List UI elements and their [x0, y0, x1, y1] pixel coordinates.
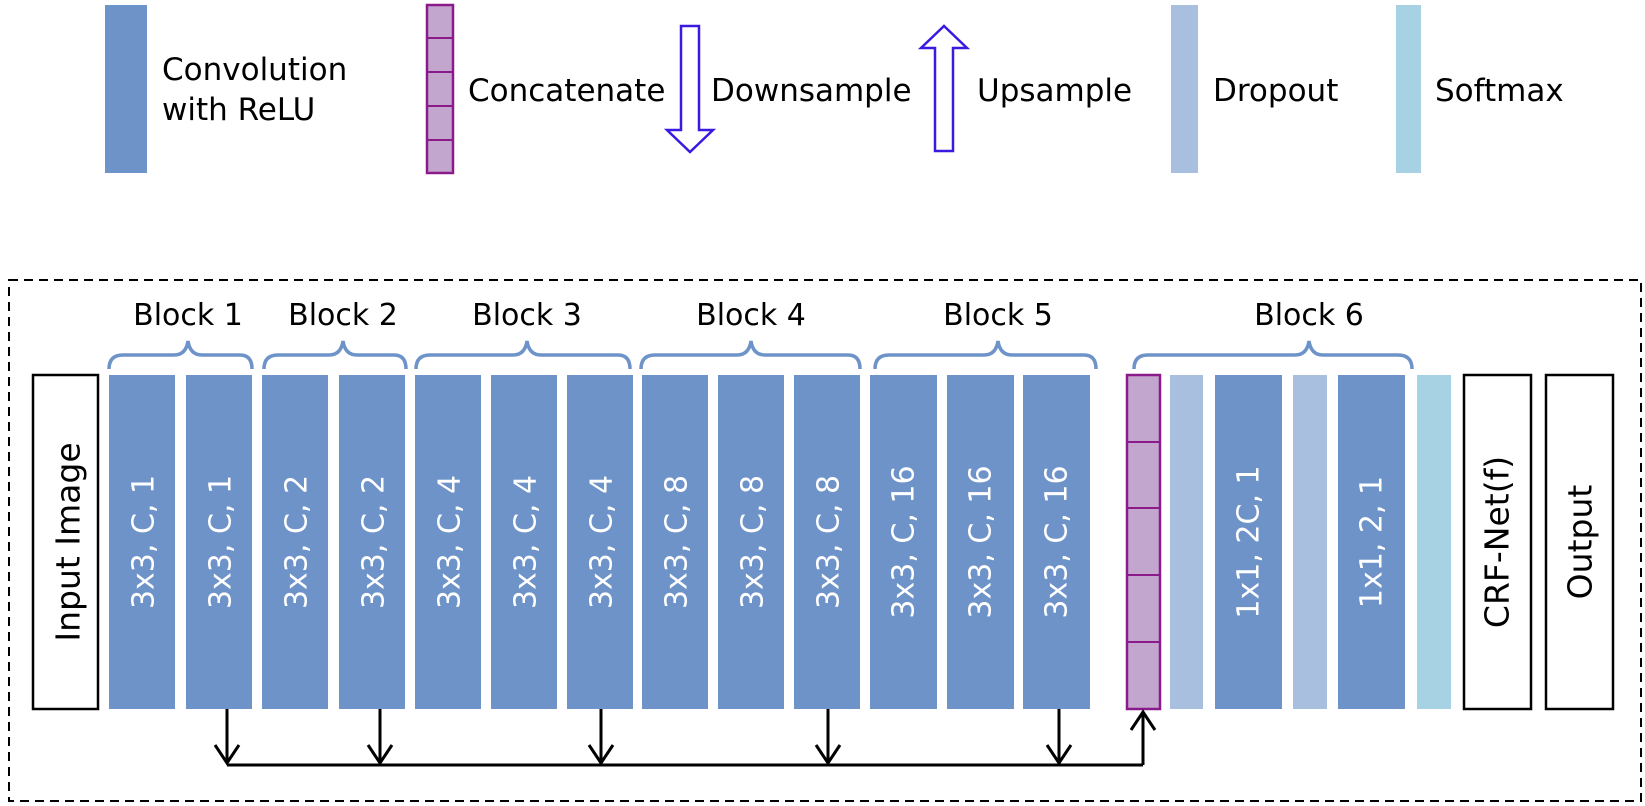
brace-block-4: [639, 340, 862, 370]
down-arrow-icon: [663, 24, 717, 154]
conv-layer-4-label: 3x3, C, 2: [357, 475, 392, 609]
conv-layer-1: 3x3, C, 1: [109, 375, 175, 709]
block-label-2: Block 2: [288, 298, 398, 333]
legend-dropout-label: Dropout: [1213, 73, 1338, 109]
conv-layer-2: 3x3, C, 1: [186, 375, 252, 709]
conv-layer-1-label: 3x3, C, 1: [127, 475, 162, 609]
brace-block-3: [414, 340, 632, 370]
legend-down-label: Downsample: [711, 73, 912, 109]
input-image-box: [31, 373, 100, 711]
conv-layer-12-label: 3x3, C, 16: [964, 465, 999, 618]
legend-up-label: Upsample: [977, 73, 1132, 109]
legend-conv-swatch: [105, 5, 147, 173]
skip-arrow-3: [587, 709, 615, 766]
output-box: [1544, 373, 1615, 711]
conv-layers: 3x3, C, 1 3x3, C, 1 3x3, C, 2 3x3, C, 2 …: [109, 375, 1090, 709]
skip-arrow-2: [366, 709, 394, 766]
conv-layer-8: 3x3, C, 8: [642, 375, 708, 709]
conv-layer-block6-2: 1x1, 2, 1: [1338, 375, 1405, 709]
crf-net-label: CRF-Net(f): [1478, 456, 1517, 628]
conv-layer-13-label: 3x3, C, 16: [1040, 465, 1075, 618]
conv-layer-10-label: 3x3, C, 8: [812, 475, 847, 609]
conv-layer-block6-1: 1x1, 2C, 1: [1215, 375, 1282, 709]
legend-conv-label-line2: with ReLU: [162, 92, 315, 128]
conv-layer-12: 3x3, C, 16: [947, 375, 1014, 709]
legend-dropout-swatch: [1171, 5, 1198, 173]
up-arrow-icon: [917, 24, 971, 153]
crf-net-box: [1462, 373, 1533, 711]
brace-block-1: [107, 340, 254, 370]
output-label: Output: [1561, 485, 1600, 600]
conv-layer-block6-2-label: 1x1, 2, 1: [1355, 476, 1390, 608]
conv-layer-3-label: 3x3, C, 2: [280, 475, 315, 609]
conv-layer-10: 3x3, C, 8: [794, 375, 860, 709]
conv-layer-6: 3x3, C, 4: [491, 375, 557, 709]
skip-arrow-5: [1045, 709, 1073, 766]
network-frame: [8, 279, 1642, 802]
conv-layer-11: 3x3, C, 16: [870, 375, 937, 709]
legend-softmax-swatch: [1396, 5, 1421, 173]
concat-layer: [1125, 373, 1162, 711]
block-label-1: Block 1: [133, 298, 243, 333]
block-braces: [107, 340, 1414, 370]
block-label-6: Block 6: [1254, 298, 1364, 333]
conv-layer-block6-1-label: 1x1, 2C, 1: [1232, 465, 1267, 618]
block-label-5: Block 5: [943, 298, 1053, 333]
block-label-3: Block 3: [472, 298, 582, 333]
skip-connections: [213, 709, 1157, 767]
conv-layer-5: 3x3, C, 4: [415, 375, 481, 709]
conv-layer-2-label: 3x3, C, 1: [204, 475, 239, 609]
block-label-4: Block 4: [696, 298, 806, 333]
skip-arrow-1: [213, 709, 241, 766]
conv-layer-3: 3x3, C, 2: [262, 375, 328, 709]
conv-layer-6-label: 3x3, C, 4: [509, 475, 544, 609]
conv-layer-9-label: 3x3, C, 8: [736, 475, 771, 609]
conv-layer-11-label: 3x3, C, 16: [887, 465, 922, 618]
brace-block-6: [1132, 340, 1414, 370]
legend-concat-swatch: [425, 3, 455, 175]
legend: Convolution with ReLU Concatenate Downsa…: [105, 3, 1564, 175]
skip-arrow-to-concat: [1129, 709, 1157, 765]
softmax-layer: [1417, 375, 1451, 709]
conv-layer-7: 3x3, C, 4: [567, 375, 633, 709]
skip-arrow-4: [814, 709, 842, 766]
brace-block-2: [262, 340, 408, 370]
conv-layer-7-label: 3x3, C, 4: [585, 475, 620, 609]
conv-layer-8-label: 3x3, C, 8: [660, 475, 695, 609]
input-image-label: Input Image: [49, 442, 88, 641]
legend-softmax-label: Softmax: [1435, 73, 1564, 109]
conv-layer-13: 3x3, C, 16: [1023, 375, 1090, 709]
legend-concat-label: Concatenate: [468, 73, 665, 109]
conv-layer-5-label: 3x3, C, 4: [433, 475, 468, 609]
legend-conv-label-line1: Convolution: [162, 52, 347, 88]
dropout-layer-1: [1170, 375, 1203, 709]
dropout-layer-2: [1293, 375, 1327, 709]
conv-layer-4: 3x3, C, 2: [339, 375, 405, 709]
conv-layer-9: 3x3, C, 8: [718, 375, 784, 709]
brace-block-5: [873, 340, 1098, 370]
